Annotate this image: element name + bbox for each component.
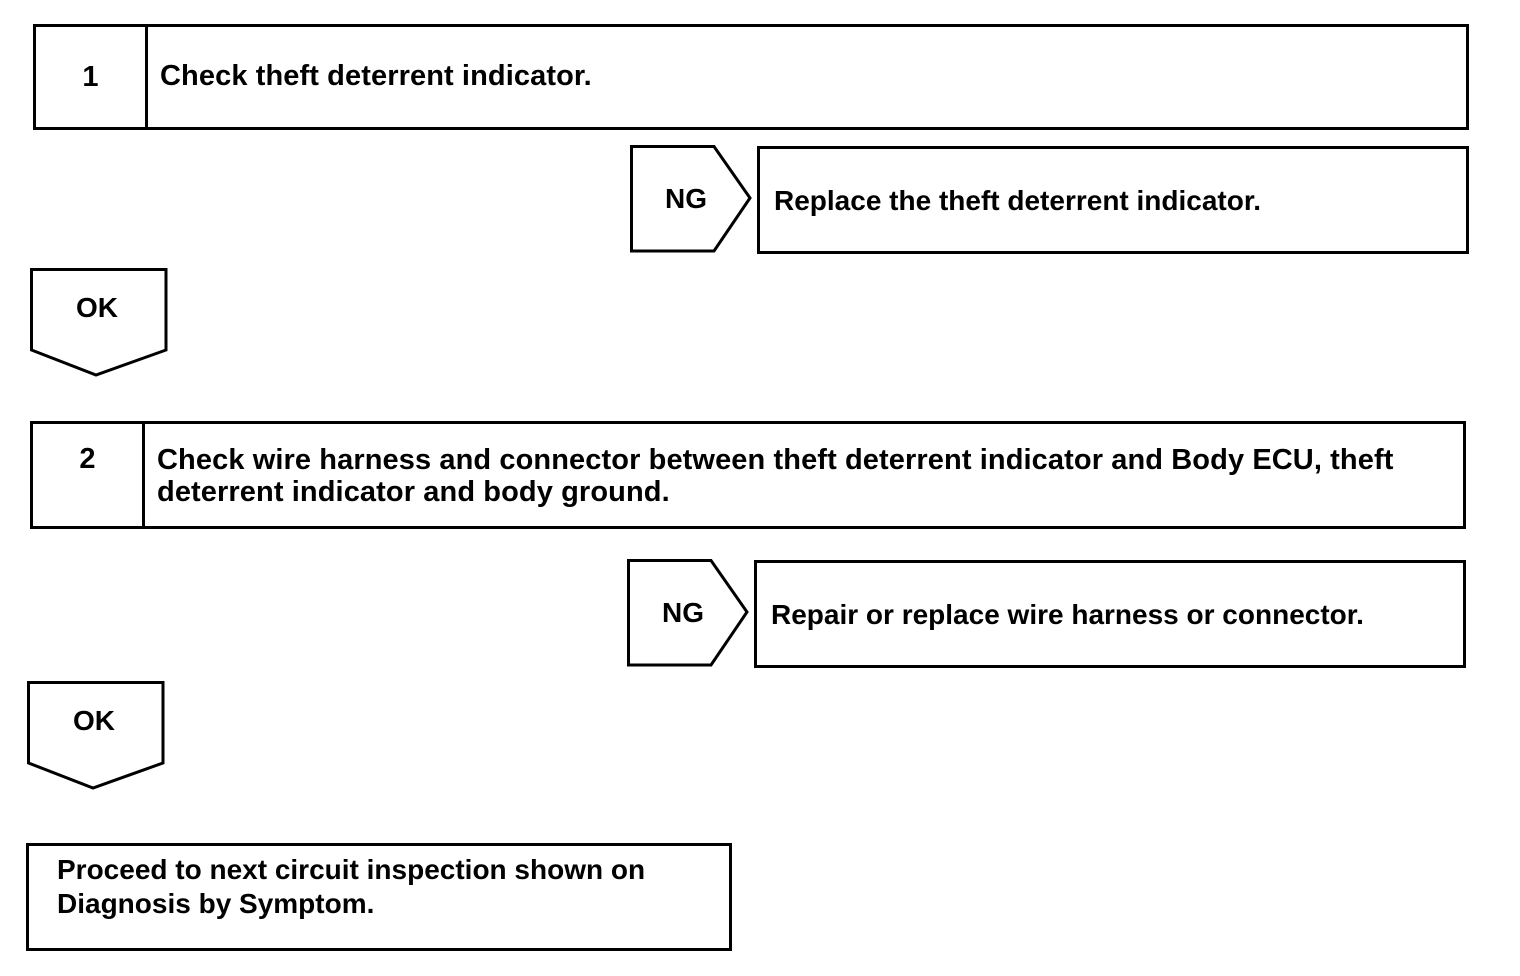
ok-arrow-shape-1 (30, 268, 168, 377)
step-1-number: 1 (36, 27, 148, 127)
step-1-ok-arrow: OK (30, 268, 168, 378)
step-2-ok-arrow: OK (27, 681, 165, 791)
step-1-ng-arrow: NG (630, 145, 754, 253)
step-2-ng-action-box: Repair or replace wire harness or connec… (754, 560, 1466, 668)
step-2-ng-label: NG (662, 597, 704, 628)
step-1-ng-action-text: Replace the theft deterrent indicator. (774, 185, 1261, 216)
step-2-number: 2 (33, 424, 145, 526)
step-2-box: 2 Check wire harness and connector betwe… (30, 421, 1466, 529)
step-1-box: 1 Check theft deterrent indicator. (33, 24, 1469, 130)
step-1-text: Check theft deterrent indicator. (160, 60, 592, 92)
step-2-text: Check wire harness and connector between… (157, 444, 1394, 508)
ok-arrow-shape-2 (27, 681, 165, 790)
step-2-ng-action-text: Repair or replace wire harness or connec… (771, 599, 1364, 630)
step-2-ok-label: OK (73, 705, 115, 736)
final-text: Proceed to next circuit inspection shown… (57, 854, 646, 919)
step-1-ng-action-box: Replace the theft deterrent indicator. (757, 146, 1469, 254)
step-1-ok-label: OK (76, 292, 118, 323)
ng-arrow-shape-1 (630, 145, 752, 253)
step-2-ng-arrow: NG (627, 559, 751, 667)
ng-arrow-shape-2 (627, 559, 749, 667)
step-1-ng-label: NG (665, 183, 707, 214)
final-box: Proceed to next circuit inspection shown… (26, 843, 732, 951)
